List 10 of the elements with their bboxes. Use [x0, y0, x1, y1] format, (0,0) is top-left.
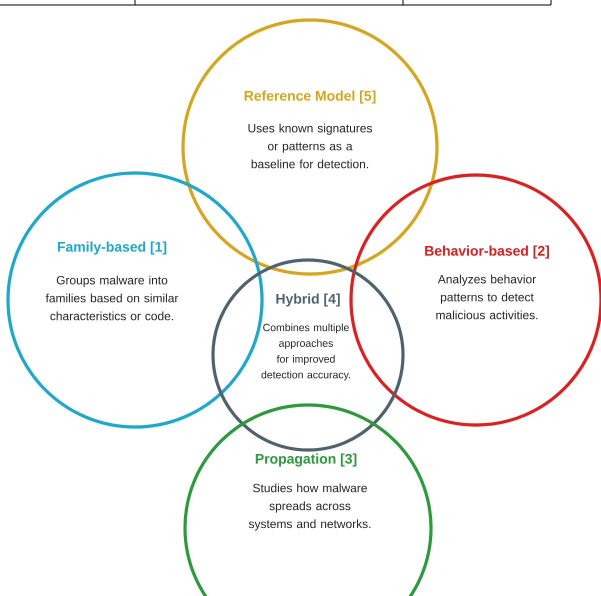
circle-description: Analyzes behavior patterns to detect malicious activities.: [436, 274, 538, 320]
circle-description: Groups malware into families based on similar characteristics or code.: [46, 276, 178, 320]
circle-heading: Reference Model [5]: [244, 90, 376, 104]
circle-description: Studies how malware spreads across systems and networks.: [248, 484, 370, 530]
circle-description: Combines multiple approaches for improved detection accuracy.: [261, 324, 350, 380]
circle-heading: Behavior-based [2]: [425, 246, 549, 258]
circle-heading: Propagation [3]: [256, 453, 356, 467]
circle-heading: Family-based [1]: [58, 242, 166, 254]
circle-heading: Hybrid [4]: [276, 294, 340, 306]
circle-description: Uses known signatures or patterns as a baseline for detection.: [248, 124, 372, 168]
